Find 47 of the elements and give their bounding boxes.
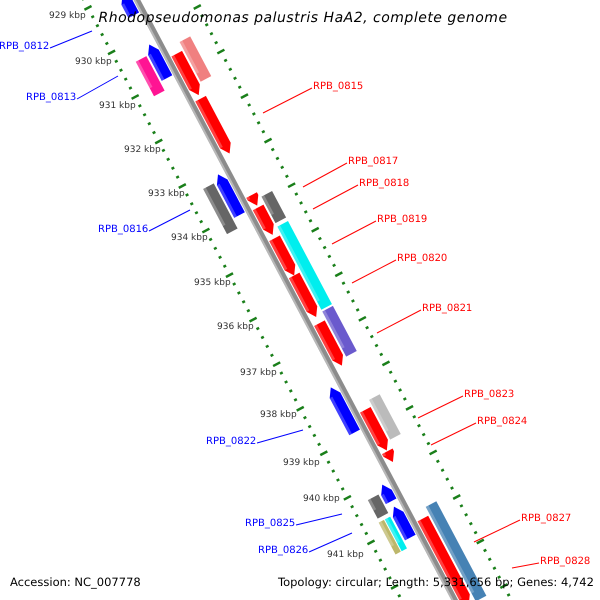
scale-label: 935 kbp — [194, 278, 231, 288]
gene-label: RPB_0812 — [0, 42, 50, 52]
leader-line — [332, 220, 376, 244]
leader-line — [352, 260, 396, 284]
scale-label: 929 kbp — [49, 12, 86, 20]
scale-label: 930 kbp — [75, 58, 112, 66]
gene-label: RPB_0821 — [422, 304, 472, 314]
leader-line — [302, 162, 348, 188]
gene-label: RPB_0815 — [313, 82, 364, 92]
leader-line — [148, 210, 190, 232]
leader-line — [474, 520, 520, 542]
gene-label: RPB_0825 — [245, 519, 296, 529]
leader-line — [430, 422, 476, 446]
gene-label: RPB_0820 — [397, 254, 448, 264]
scale-label: 931 kbp — [99, 102, 136, 110]
gene-label: RPB_0827 — [521, 514, 572, 524]
leader-line — [256, 430, 304, 444]
gene-label: RPB_0817 — [348, 157, 398, 167]
accession-text: Accession: NC_007778 — [10, 577, 141, 588]
leader-line — [512, 562, 540, 568]
gene-label: RPB_0819 — [377, 215, 428, 225]
scale-label: 932 kbp — [124, 146, 161, 154]
scale-label: 938 kbp — [260, 410, 297, 420]
scale-label: 941 kbp — [327, 550, 364, 560]
scale-label: 936 kbp — [217, 322, 254, 332]
scale-label: 939 kbp — [283, 458, 320, 468]
leader-line — [376, 310, 422, 334]
leader-line — [308, 532, 352, 552]
gene-label: RPB_0816 — [98, 225, 148, 235]
scale-label: 940 kbp — [303, 494, 340, 504]
scale-label: 933 kbp — [148, 190, 185, 198]
leader-line — [312, 184, 358, 210]
leader-line — [262, 88, 312, 114]
gene-label: RPB_0828 — [540, 557, 590, 567]
gene-label: RPB_0826 — [258, 546, 308, 556]
scale-label: 937 kbp — [240, 368, 277, 378]
leader-line — [76, 76, 118, 100]
leader-line — [50, 30, 92, 48]
gene-label: RPB_0823 — [464, 390, 514, 400]
gene-label: RPB_0822 — [206, 437, 256, 447]
gene-label: RPB_0824 — [477, 417, 528, 427]
scale-label: 934 kbp — [171, 234, 208, 242]
genome-title: Rhodopseudomonas palustris HaA2, complete genome — [98, 11, 508, 25]
gene-label: RPB_0818 — [359, 179, 410, 189]
leader-line — [296, 514, 342, 526]
gene-label: RPB_0813 — [26, 93, 76, 103]
leader-line — [418, 396, 464, 418]
